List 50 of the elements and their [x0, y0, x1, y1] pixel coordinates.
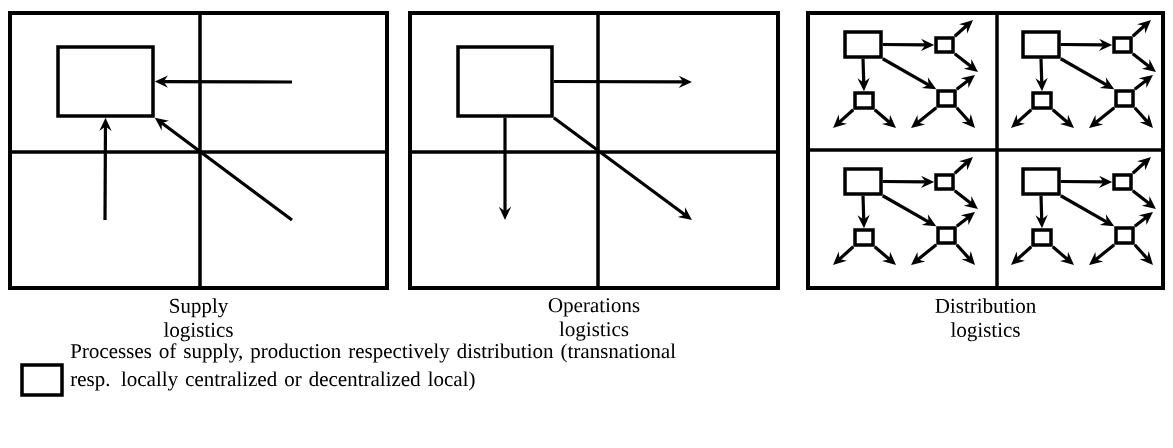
arrow [1133, 243, 1153, 265]
arrow [873, 245, 896, 265]
arrow [1051, 108, 1074, 128]
arrow [955, 212, 975, 228]
process-box [936, 89, 957, 108]
arrow [955, 243, 975, 265]
process-box [1031, 228, 1053, 247]
arrow [953, 189, 978, 209]
process-box [853, 228, 875, 247]
arrow [1011, 245, 1033, 265]
panel-caption: Supply logistics [163, 298, 233, 342]
process-box [1021, 30, 1061, 59]
process-box [1031, 91, 1053, 110]
arrow [873, 108, 896, 128]
arrow [1051, 245, 1074, 265]
arrow [1131, 189, 1156, 209]
arrow [1131, 20, 1151, 38]
arrow [953, 20, 973, 38]
legend-text: Processes of supply, production respectively distribution (transnational resp. locally centralized or decentralized local) [70, 343, 676, 391]
process-box [1112, 36, 1133, 54]
arrow [955, 75, 975, 91]
arrow [911, 106, 938, 128]
process-box [56, 45, 155, 118]
arrow [1089, 106, 1116, 128]
arrow [1011, 108, 1033, 128]
panel-caption: Distribution logistics [935, 298, 1036, 342]
process-box [934, 173, 955, 191]
process-box [936, 226, 957, 245]
panel-caption: Operations logistics [548, 298, 640, 341]
process-box [1114, 226, 1135, 245]
process-box [1021, 167, 1061, 196]
arrow [1089, 243, 1116, 265]
process-box [1114, 89, 1135, 108]
process-box [934, 36, 955, 54]
process-box [1112, 173, 1133, 191]
arrow [953, 157, 973, 175]
process-box [843, 167, 883, 196]
arrow [833, 108, 855, 128]
process-box [456, 45, 554, 118]
arrow [1133, 106, 1153, 128]
arrow [911, 243, 938, 265]
arrow [1133, 75, 1153, 91]
arrow [1131, 157, 1151, 175]
arrow [953, 52, 978, 72]
arrow [1131, 52, 1156, 72]
process-box [853, 91, 875, 110]
process-box [843, 30, 883, 59]
arrow [1133, 212, 1153, 228]
arrow [955, 106, 975, 128]
arrow [833, 245, 855, 265]
